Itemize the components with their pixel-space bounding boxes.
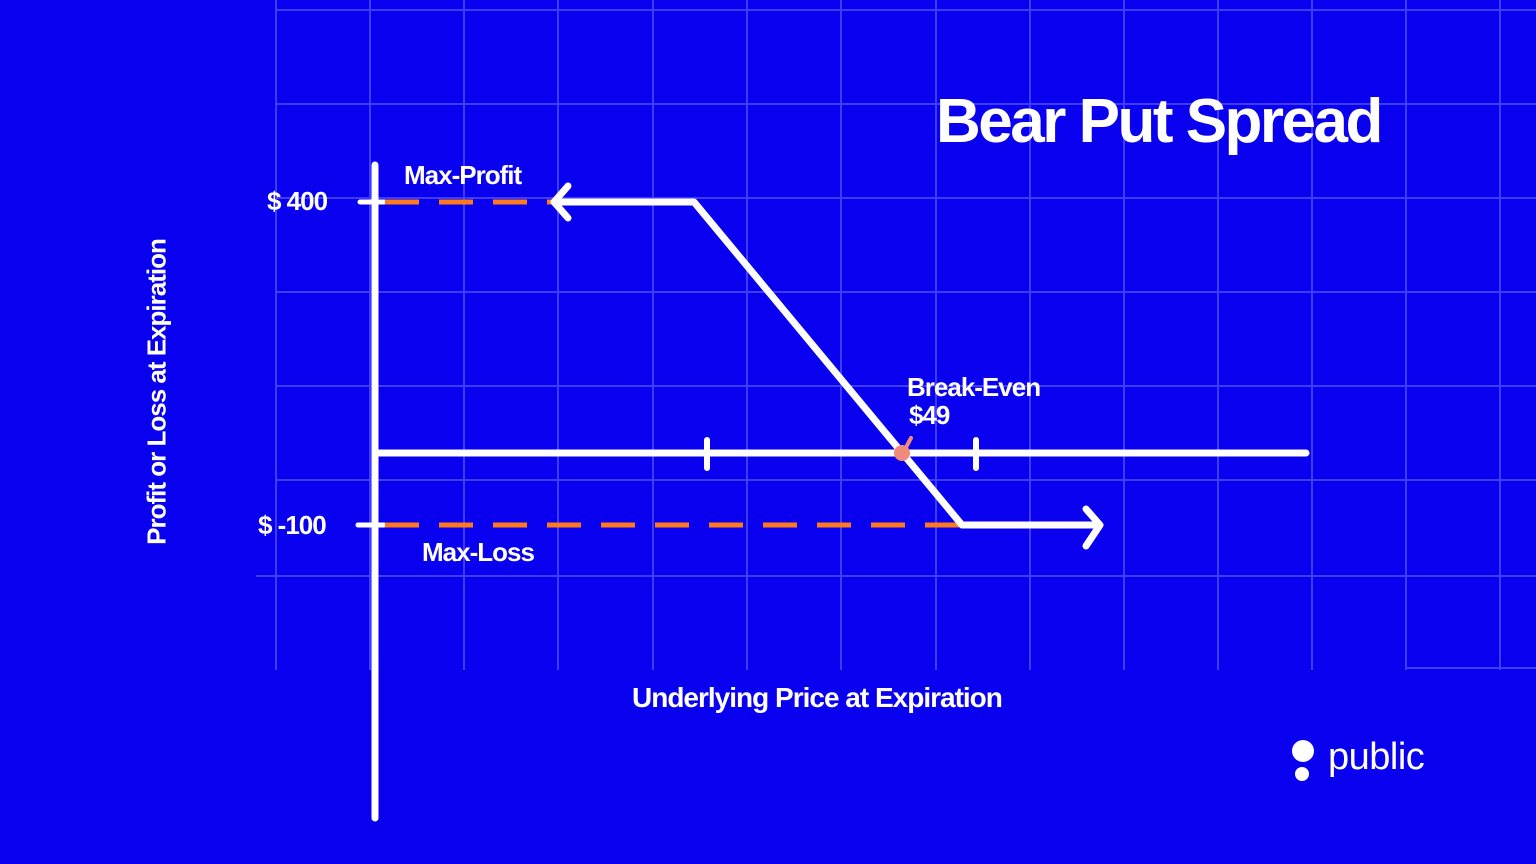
logo-text: public (1328, 736, 1425, 778)
left-arrow-head (550, 182, 572, 222)
diagram-title: Bear Put Spread (936, 87, 1383, 156)
right-arrow-head (1082, 505, 1104, 550)
max-loss-label: Max-Loss (422, 537, 535, 567)
max-profit-label: Max-Profit (404, 160, 522, 190)
break-even-dot (894, 445, 910, 461)
y-tick-label-low: $ -100 (258, 510, 327, 540)
public-logo: public (1290, 736, 1450, 786)
logo-mark-dot (1295, 767, 1309, 781)
y-tick-label-high: $ 400 (267, 186, 328, 216)
payoff-line (554, 198, 1102, 529)
y-axis-label: Profit or Loss at Expiration (141, 239, 172, 545)
logo-mark-icon (1292, 740, 1314, 762)
break-even-value: $49 (909, 400, 950, 430)
break-even-label: Break-Even (907, 372, 1041, 402)
x-axis-label: Underlying Price at Expiration (632, 682, 1003, 713)
